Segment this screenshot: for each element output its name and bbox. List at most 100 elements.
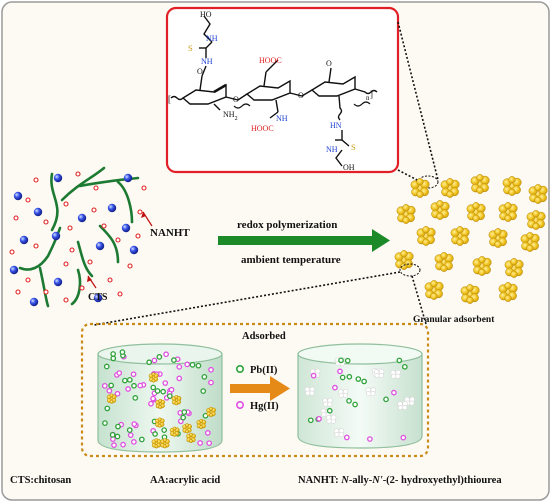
pb-ion bbox=[189, 361, 196, 368]
hg-ion bbox=[137, 382, 144, 389]
hg-ion bbox=[208, 379, 214, 386]
hg-ion bbox=[206, 440, 213, 447]
nanht-label: NANHT bbox=[150, 227, 190, 239]
granule bbox=[155, 398, 166, 410]
pb-ion bbox=[361, 378, 367, 385]
pb-ion bbox=[401, 363, 408, 370]
hg-ion bbox=[391, 389, 397, 396]
granule bbox=[440, 178, 460, 198]
granule bbox=[466, 202, 486, 222]
hg-ion bbox=[197, 440, 203, 446]
footnote-aa: AA:acrylic acid bbox=[150, 475, 220, 486]
pb-ion bbox=[156, 354, 163, 360]
hg-ion bbox=[337, 368, 343, 375]
pb-ion bbox=[126, 376, 133, 383]
granule bbox=[396, 204, 416, 224]
granule bbox=[394, 250, 414, 270]
pb-ion bbox=[200, 388, 207, 394]
granule bbox=[472, 256, 492, 276]
label-n-subscript: n bbox=[366, 94, 370, 102]
label-o-ring1: O bbox=[197, 67, 203, 76]
pb-ion bbox=[150, 384, 157, 391]
hg-ion bbox=[125, 386, 131, 392]
granule bbox=[410, 178, 430, 198]
pb-ion bbox=[108, 382, 115, 389]
granule bbox=[106, 393, 117, 404]
pb-ion bbox=[326, 407, 333, 414]
beaker-after bbox=[297, 343, 423, 449]
adsorbed-label: Adsorbed bbox=[242, 331, 286, 342]
granule bbox=[450, 226, 470, 246]
pb-ion bbox=[114, 433, 121, 440]
granule bbox=[206, 406, 216, 418]
hg-ion bbox=[106, 387, 113, 394]
pb-ion bbox=[396, 357, 403, 364]
loaded-granule bbox=[304, 386, 315, 396]
label-nh-top: NH bbox=[206, 34, 218, 43]
granule bbox=[416, 226, 436, 246]
pb-ion bbox=[131, 382, 137, 389]
hg-ion bbox=[204, 430, 211, 436]
pb-ion bbox=[180, 414, 187, 421]
beaker-before-contents bbox=[101, 349, 216, 449]
label-nh2: NH2 bbox=[223, 110, 238, 122]
hg-ion bbox=[400, 434, 407, 441]
granule bbox=[434, 252, 454, 272]
granule bbox=[171, 395, 182, 406]
pb-ion bbox=[126, 427, 133, 433]
pb-ion bbox=[132, 395, 139, 401]
adsorption-panel: Adsorbed Pb(II) Hg(II) bbox=[80, 322, 430, 458]
label-hooc-top: HOOC bbox=[259, 56, 282, 65]
granule bbox=[169, 426, 180, 437]
granule bbox=[504, 258, 524, 278]
hg-ion bbox=[310, 372, 317, 379]
pb-ion bbox=[110, 355, 117, 362]
chitosan-structure-panel: HO NH S NH O HOOC O O O NH2 NH HOOC HN N… bbox=[165, 6, 400, 174]
reaction-arrow-shaft bbox=[218, 236, 372, 245]
pb-ion bbox=[195, 362, 202, 369]
hg-ion bbox=[367, 436, 373, 442]
loaded-granule bbox=[325, 414, 337, 424]
granule bbox=[160, 438, 170, 449]
pb-ion bbox=[146, 359, 153, 366]
granule bbox=[526, 210, 546, 230]
pb-ion bbox=[160, 388, 167, 395]
hg-ion bbox=[148, 400, 154, 407]
loaded-granule bbox=[365, 387, 376, 397]
loaded-granule bbox=[397, 401, 408, 410]
pb-ion bbox=[154, 388, 161, 394]
hg-ion bbox=[184, 361, 191, 368]
hg-ion bbox=[151, 357, 158, 364]
hg-ion bbox=[111, 442, 117, 448]
granule bbox=[460, 284, 480, 304]
label-o-link2: O bbox=[298, 91, 304, 100]
pb-ion bbox=[346, 397, 352, 404]
pb-ion bbox=[346, 373, 353, 380]
granule bbox=[148, 372, 159, 383]
hg-ion bbox=[116, 370, 123, 376]
label-s-low: S bbox=[351, 142, 356, 152]
hg-ion bbox=[332, 384, 338, 391]
pb-ion bbox=[339, 374, 346, 381]
pb-ion bbox=[352, 401, 358, 408]
pb-ion bbox=[102, 420, 108, 426]
pb-ion bbox=[307, 417, 314, 424]
hg-ion bbox=[130, 371, 137, 378]
pb-ion bbox=[181, 409, 188, 415]
label-nh-ring2: NH bbox=[276, 114, 288, 123]
granule bbox=[498, 202, 518, 222]
cts-label: CTS bbox=[88, 292, 108, 303]
precursor-mixture: NANHT CTS bbox=[9, 166, 190, 308]
label-nh-upper: NH bbox=[201, 57, 213, 66]
reaction-arrow-group: redox polymerization ambient temperature bbox=[218, 219, 390, 266]
label-ho-top: HO bbox=[200, 10, 212, 19]
granule bbox=[186, 432, 196, 443]
label-o-link1: O bbox=[233, 95, 239, 104]
adsorption-frame bbox=[80, 322, 430, 458]
granule bbox=[502, 176, 522, 196]
bracket-left: [ bbox=[168, 94, 171, 104]
pb-ion bbox=[344, 357, 351, 364]
pb-ion bbox=[355, 376, 362, 382]
pb-ion bbox=[171, 357, 177, 363]
